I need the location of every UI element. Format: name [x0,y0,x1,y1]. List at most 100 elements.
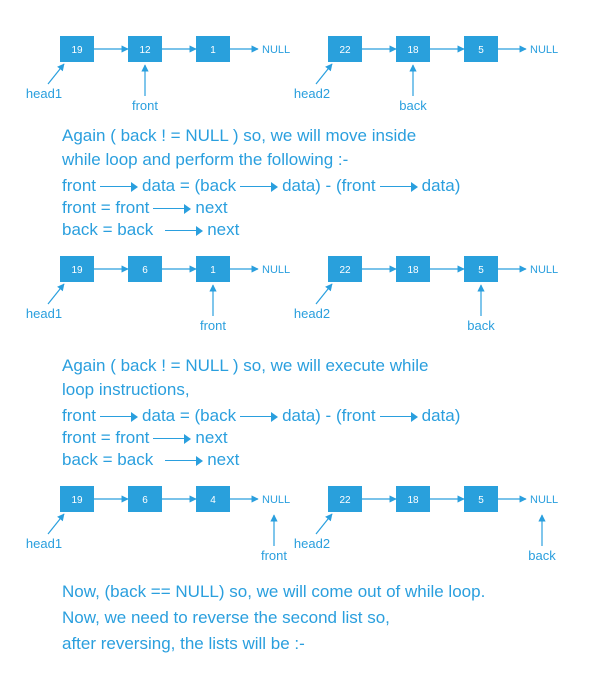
null-label: NULL [530,264,558,276]
traversal-pointer-label: front [261,548,287,563]
list-node [196,36,230,62]
node-value: 6 [142,495,148,506]
code-token: (back [194,176,237,195]
arrow-icon [379,181,418,192]
list-node [196,256,230,282]
code-token: - [320,176,336,195]
null-label: NULL [262,494,290,506]
head-pointer-label: head1 [26,536,62,551]
code-token: front [62,406,97,425]
null-label: NULL [262,264,290,276]
code-token: next [207,450,240,469]
head-pointer-label: head1 [26,306,62,321]
code-token: = [175,406,195,425]
null-label: NULL [262,44,290,56]
list-node [464,256,498,282]
explanation-line: loop instructions, [62,380,190,399]
node-value: 5 [478,45,484,56]
node-value: 22 [339,45,351,56]
node-value: 1 [210,45,216,56]
node-value: 12 [139,45,151,56]
code-token: data) [282,406,321,425]
code-token: next [195,198,228,217]
conclusion-line: after reversing, the lists will be :- [62,634,305,653]
node-value: 22 [339,495,351,506]
node-value: 18 [407,45,419,56]
node-value: 1 [210,265,216,276]
code-token: (front [335,176,376,195]
node-value: 22 [339,265,351,276]
code-token: data [142,176,176,195]
head-pointer-arrow [47,283,65,305]
null-label: NULL [530,44,558,56]
code-token: = [175,176,195,195]
arrow-icon [379,411,418,422]
code-token: front = front [62,198,150,217]
code-line-back-next: back = back next [62,220,239,240]
code-token: - [320,406,336,425]
head-pointer-arrow [47,513,65,535]
explanation-line: Again ( back ! = NULL ) so, we will move… [62,126,417,145]
code-token: (back [194,406,237,425]
arrow-icon [153,433,192,444]
head-pointer-arrow [315,283,333,305]
traversal-pointer-label: front [132,98,158,113]
arrow-icon [153,203,192,214]
code-token: next [195,428,228,447]
head-pointer-arrow [315,63,333,85]
list-node [396,36,430,62]
node-value: 5 [478,495,484,506]
list-node [464,36,498,62]
node-value: 4 [210,495,216,506]
arrow-icon [240,411,279,422]
code-line-front-next: front = front next [62,198,228,218]
conclusion-line: Now, we need to reverse the second list … [62,608,390,627]
code-line-data-assign: front data = (back data) - (front data) [62,176,460,196]
head-pointer-label: head2 [294,86,330,101]
code-token: next [207,220,240,239]
list-node [60,36,94,62]
node-value: 6 [142,265,148,276]
list-node [464,486,498,512]
code-token: data [142,406,176,425]
traversal-pointer-label: back [399,98,427,113]
list-node [128,256,162,282]
arrow-icon [165,455,204,466]
node-value: 19 [71,495,83,506]
head-pointer-label: head1 [26,86,62,101]
code-line-data-assign: front data = (back data) - (front data) [62,406,460,426]
explanation-line: while loop and perform the following :- [62,150,349,169]
code-line-front-next: front = front next [62,428,228,448]
list-node [328,36,362,62]
node-value: 19 [71,45,83,56]
arrow-icon [240,181,279,192]
list-node [196,486,230,512]
node-value: 18 [407,265,419,276]
head-pointer-label: head2 [294,306,330,321]
list-node [328,256,362,282]
node-value: 19 [71,265,83,276]
code-token: front [62,176,97,195]
list-node [396,486,430,512]
traversal-pointer-label: front [200,318,226,333]
arrow-icon [100,411,139,422]
code-token: (front [335,406,376,425]
code-token: back = back [62,220,154,239]
code-token: data) [421,406,461,425]
arrow-icon [100,181,139,192]
list-node [128,36,162,62]
code-token: front = front [62,428,150,447]
list-node [60,256,94,282]
code-token: data) [421,176,461,195]
head-pointer-label: head2 [294,536,330,551]
node-value: 5 [478,265,484,276]
traversal-pointer-label: back [528,548,556,563]
head-pointer-arrow [315,513,333,535]
traversal-pointer-label: back [467,318,495,333]
code-token: data) [282,176,321,195]
node-value: 18 [407,495,419,506]
list-node [328,486,362,512]
